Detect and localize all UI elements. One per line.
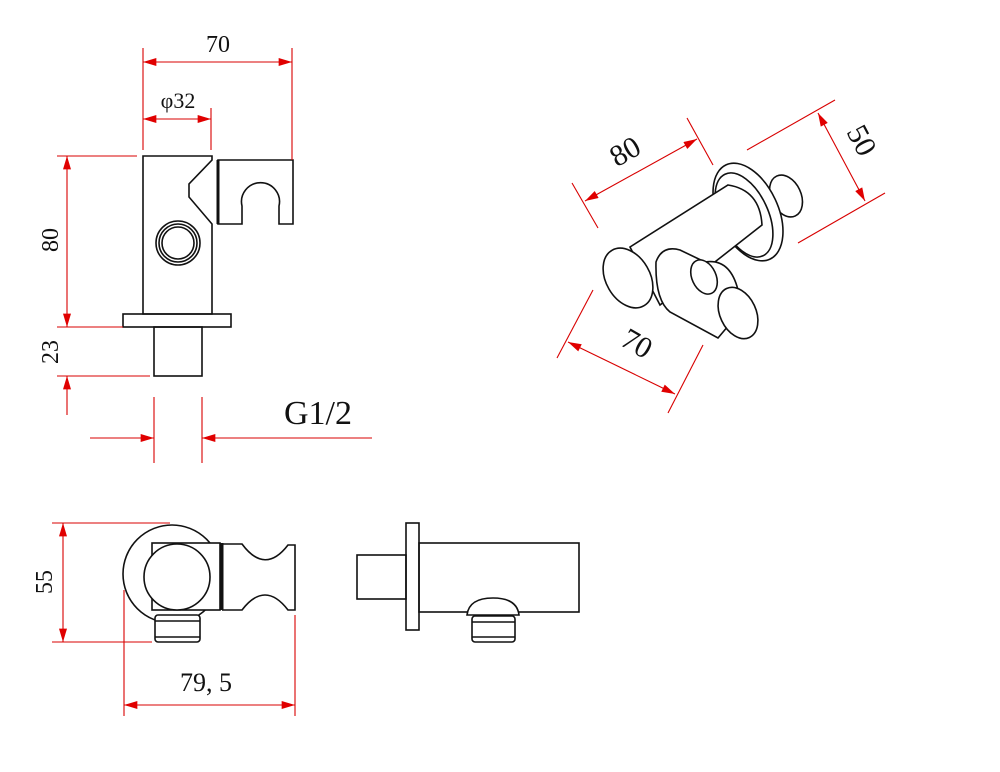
dimension-55: 55: [32, 522, 170, 643]
iso-body-end: [602, 247, 654, 309]
side-nut: [471, 615, 516, 643]
dim-label-79-5: 79, 5: [180, 668, 232, 697]
dim-label-23: 23: [38, 340, 64, 364]
top-holder-outline: [222, 543, 296, 611]
thread-stub: [153, 326, 203, 377]
dimension-diameter-32: φ32: [142, 88, 212, 150]
wall-flange: [122, 313, 232, 328]
isometric-view: 80 50 70: [556, 99, 886, 414]
iso-holder-cutout: [689, 259, 719, 295]
holder-outline: [217, 159, 294, 225]
body-outline: [142, 155, 213, 315]
thread-spec-label: G1/2: [284, 395, 352, 432]
front-view: 70 φ32 80 23 G1/2: [38, 32, 372, 463]
dim-label-80: 80: [38, 228, 64, 252]
side-stub: [356, 554, 407, 600]
side-flange: [405, 522, 420, 631]
dimension-70: 70: [142, 32, 293, 160]
dim-label-70: 70: [206, 32, 230, 58]
side-view: [356, 522, 580, 643]
iso-holder-end: [717, 286, 759, 340]
outlet-port: [155, 220, 201, 266]
top-nut: [154, 614, 201, 643]
dimension-80: 80: [38, 155, 137, 328]
side-dome: [466, 597, 520, 616]
iso-dim-label-80: 80: [604, 130, 646, 174]
iso-dim-label-50: 50: [840, 120, 883, 162]
iso-dim-label-70: 70: [616, 322, 658, 366]
top-view: 55 79, 5: [32, 522, 296, 716]
top-body-circle: [143, 543, 211, 611]
dimension-23: 23: [38, 340, 150, 415]
dim-label-diameter: φ32: [161, 88, 196, 113]
dim-label-55: 55: [32, 570, 58, 594]
dimension-79-5: 79, 5: [123, 590, 296, 716]
dimension-g12: G1/2: [90, 395, 372, 463]
